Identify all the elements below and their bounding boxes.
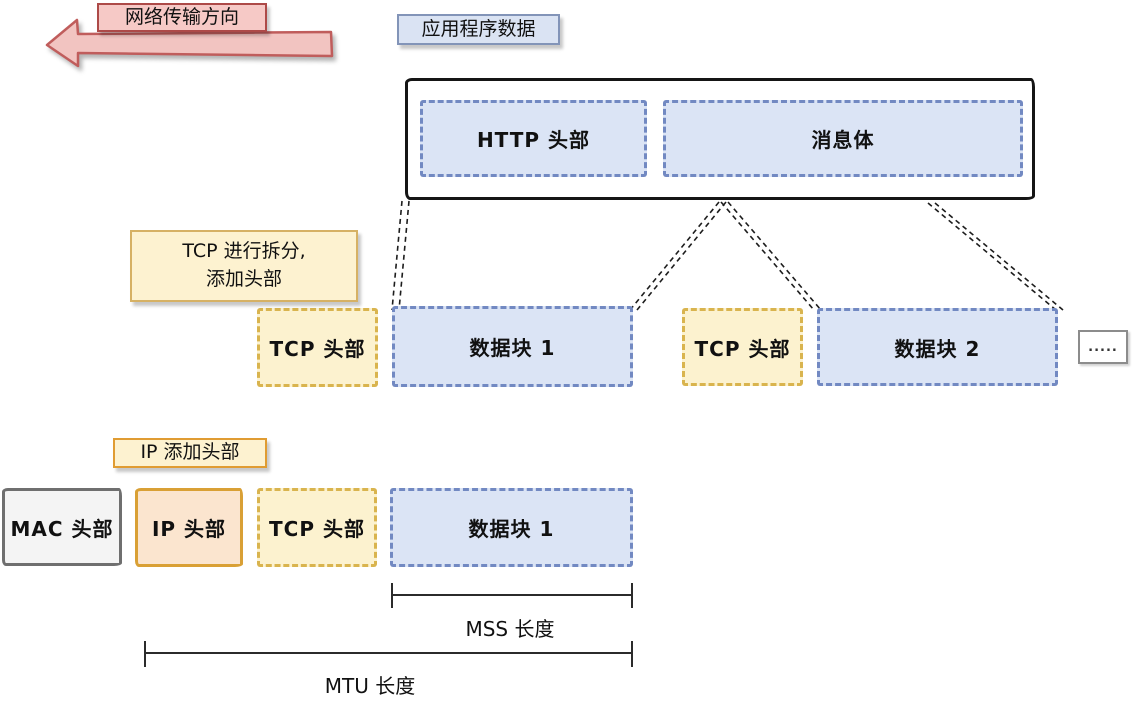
transmission-direction-text: 网络传输方向 <box>124 5 239 28</box>
ip-header-text: IP 头部 <box>151 517 227 541</box>
mac-header-text: MAC 头部 <box>10 516 114 541</box>
mss-measure-line <box>391 583 633 608</box>
data-chunk-1-text: 数据块 1 <box>469 336 556 360</box>
mac-header-box: MAC 头部 <box>2 488 122 566</box>
http-header-text: HTTP 头部 <box>476 128 591 152</box>
message-body-box: 消息体 <box>663 100 1023 177</box>
connector-line <box>636 201 727 311</box>
mtu-measure-line <box>144 641 633 667</box>
mss-label: MSS 长度 <box>440 613 580 641</box>
connector-line <box>934 202 1064 311</box>
data-chunk-1-box: 数据块 1 <box>392 306 633 387</box>
data-chunk-1-bottom-box: 数据块 1 <box>390 488 633 567</box>
data-chunk-1-bottom-text: 数据块 1 <box>468 517 555 541</box>
tcp-header-text-3: TCP 头部 <box>269 517 365 541</box>
connector-line <box>927 202 1057 311</box>
tcp-header-text-1: TCP 头部 <box>269 337 366 361</box>
app-data-label: 应用程序数据 <box>397 14 560 45</box>
data-chunk-2-box: 数据块 2 <box>817 308 1058 386</box>
connector-line <box>391 200 403 311</box>
tcp-split-note-line1: TCP 进行拆分, <box>182 240 306 263</box>
ellipsis-text: ..... <box>1088 339 1118 355</box>
connector-lines <box>391 200 1064 311</box>
tcp-header-box-3: TCP 头部 <box>257 488 377 567</box>
data-chunk-2-text: 数据块 2 <box>894 336 981 361</box>
mtu-label: MTU 长度 <box>300 670 440 698</box>
connector-line <box>629 201 720 311</box>
ip-add-note: IP 添加头部 <box>113 438 267 468</box>
tcp-split-note-line2: 添加头部 <box>205 268 282 290</box>
app-data-text: 应用程序数据 <box>421 17 536 40</box>
ip-header-box: IP 头部 <box>135 488 243 567</box>
transmission-direction-arrow <box>45 18 334 68</box>
connector-line <box>727 201 822 311</box>
connector-line <box>720 201 815 311</box>
ip-add-note-text: IP 添加头部 <box>140 441 240 464</box>
message-body-text: 消息体 <box>811 128 875 152</box>
http-header-box: HTTP 头部 <box>420 100 647 177</box>
ellipsis-box: ..... <box>1078 330 1128 364</box>
connector-line <box>398 200 410 311</box>
transmission-direction-label: 网络传输方向 <box>97 3 267 32</box>
tcp-header-box-2: TCP 头部 <box>682 308 803 386</box>
mss-label-text: MSS 长度 <box>465 616 555 641</box>
mtu-label-text: MTU 长度 <box>324 673 416 698</box>
tcp-header-text-2: TCP 头部 <box>694 336 791 361</box>
tcp-header-box-1: TCP 头部 <box>257 308 378 387</box>
tcp-split-note: TCP 进行拆分, 添加头部 <box>130 230 358 302</box>
